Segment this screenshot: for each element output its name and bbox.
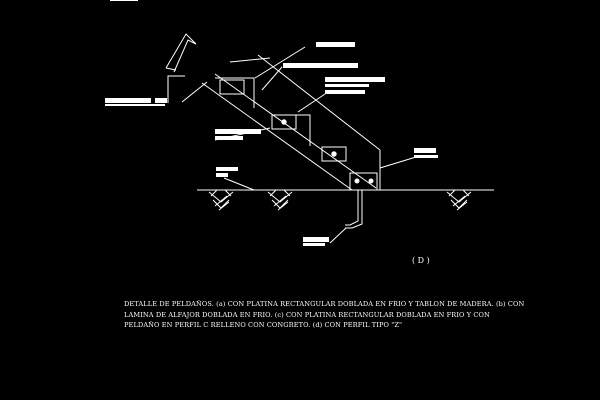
callout-label [105,98,151,103]
callout-labels [105,42,438,246]
callout-label [216,167,238,171]
step-1 [215,77,255,108]
callout-label [105,104,165,106]
detail-label-d: ( D ) [412,256,430,265]
callout-label [303,237,329,242]
top-left-marker [110,0,138,1]
stair-stringer [181,54,381,191]
caption-line: LAMINA DE ALFAJOR DOBLADA EN FRIO. (c) C… [124,310,490,319]
callout-label [414,148,436,153]
callout-label [155,98,167,103]
callout-label [216,173,228,177]
callout-label [303,243,325,246]
figure-caption: DETALLE DE PELDAÑOS. (a) CON PLATINA REC… [124,299,544,331]
break-line-symbol [165,33,197,73]
callout-label [414,155,438,158]
callout-label [316,42,355,47]
callout-label [325,90,365,94]
caption-line: PELDAÑO EN PERFIL C RELLENO CON CONGRETO… [124,321,403,329]
step-2 [271,114,311,146]
callout-label [325,77,385,82]
callout-label [325,84,369,87]
soil-hatch [208,189,472,211]
caption-line: DETALLE DE PELDAÑOS. (a) CON PLATINA REC… [124,300,525,308]
base-anchor [345,172,378,229]
step-3 [321,146,347,162]
callout-label [215,129,261,134]
leader-lines [167,46,417,244]
callout-label [215,136,243,140]
callout-label [283,63,358,68]
